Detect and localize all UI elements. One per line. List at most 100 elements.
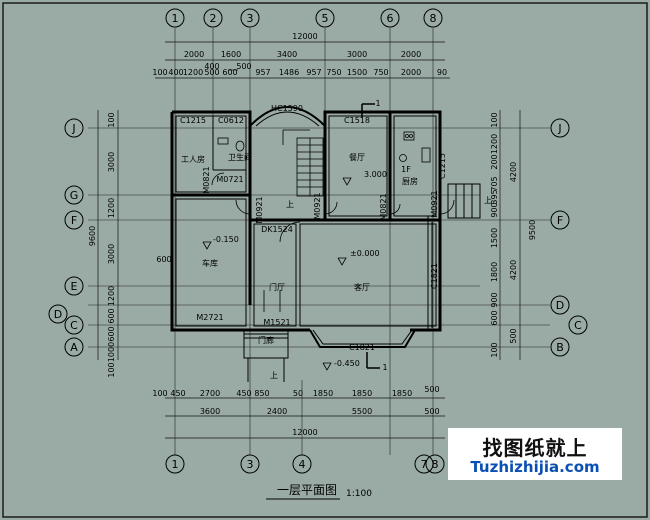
label-c1821: C1821 bbox=[349, 343, 375, 352]
dim-right-6: 4200 bbox=[509, 162, 518, 182]
dim-left-9: 100 bbox=[107, 362, 116, 377]
porch-up-label: 上 bbox=[270, 371, 278, 380]
dim-row3-6: 1486 bbox=[279, 68, 299, 77]
dim-bot-r1-6: 1850 bbox=[313, 389, 333, 398]
axis-top-6: 6 bbox=[387, 12, 394, 25]
elev-living: ±0.000 bbox=[350, 249, 380, 258]
dim-bot-r1-9: 500 bbox=[424, 385, 439, 394]
label-m2721: M2721 bbox=[196, 313, 223, 322]
dim-top-total: 12000 bbox=[292, 32, 317, 41]
dim-bot-2400: 2400 bbox=[267, 407, 287, 416]
dim-top-1600: 1600 bbox=[221, 50, 241, 59]
axis-left-G: G bbox=[70, 189, 79, 202]
label-hc1590: HC1590 bbox=[271, 104, 303, 113]
label-m0821: M0821 bbox=[202, 166, 211, 193]
dim-bot-r1-5: 50 bbox=[293, 389, 303, 398]
dim-right-5: 900 bbox=[490, 202, 499, 217]
side-dimension-lines bbox=[97, 110, 521, 360]
dim-row3-1: 400 bbox=[168, 68, 183, 77]
dim-row3-2: 1200 bbox=[183, 68, 203, 77]
dim-right-2: 200 bbox=[490, 154, 499, 169]
dim-row3-8: 750 bbox=[326, 68, 341, 77]
room-servant: 工人房 bbox=[181, 154, 205, 164]
axis-bottom-3: 3 bbox=[247, 458, 254, 471]
dim-right-4: 395 bbox=[490, 189, 499, 204]
floor-1f-label: 1F bbox=[401, 165, 411, 174]
elev-garage: -0.150 bbox=[213, 235, 239, 244]
door-swings bbox=[211, 172, 455, 312]
dims-bottom: 100 450 2700 450 850 50 1850 1850 1850 5… bbox=[152, 385, 439, 437]
dim-top-400: 400 bbox=[204, 62, 219, 71]
room-living: 客厅 bbox=[354, 282, 370, 292]
axis-top-3: 3 bbox=[247, 12, 254, 25]
dim-left-total: 9600 bbox=[88, 226, 97, 246]
dim-top-3000: 3000 bbox=[347, 50, 367, 59]
axis-bottom-8: 8 bbox=[432, 458, 439, 471]
dim-row3-5: 957 bbox=[255, 68, 270, 77]
stair-up-label: 上 bbox=[286, 200, 294, 209]
dim-bot-r1-0: 100 bbox=[152, 389, 167, 398]
axis-bottom-1: 1 bbox=[172, 458, 179, 471]
drawing-scale: 1:100 bbox=[346, 489, 372, 499]
axis-right-J: J bbox=[557, 122, 561, 135]
room-names: 工人房 卫生间 餐厅 厨房 车库 客厅 门厅 门廊 上 上 1F 上 bbox=[181, 152, 492, 380]
elevations: 3.000 -0.150 ±0.000 -0.450 bbox=[213, 170, 387, 368]
room-kitchen: 厨房 bbox=[402, 176, 418, 186]
dim-row3-0: 100 bbox=[152, 68, 167, 77]
axis-top-2: 2 bbox=[210, 12, 217, 25]
axis-bottom-7: 7 bbox=[421, 458, 428, 471]
section-cut-bottom: 1 bbox=[382, 363, 387, 372]
dim-top-500: 500 bbox=[236, 62, 251, 71]
opening-labels: C1215 C0612 HC1590 C1518 C1215 M0721 M08… bbox=[156, 99, 447, 372]
label-m1521: M1521 bbox=[263, 318, 290, 327]
grid-lines-horizontal bbox=[88, 127, 550, 348]
front-bay-window bbox=[309, 329, 416, 348]
watermark-en: Tuzhizhijia.com bbox=[470, 458, 600, 476]
porch-steps bbox=[243, 329, 289, 382]
axis-bubbles-right bbox=[550, 118, 588, 357]
axis-labels-bottom: 1 3 4 7 8 bbox=[172, 458, 439, 471]
room-dining: 餐厅 bbox=[349, 153, 365, 162]
dim-bot-r1-3: 450 bbox=[236, 389, 251, 398]
axis-left-C: C bbox=[70, 319, 78, 332]
dim-left-0: 100 bbox=[107, 112, 116, 127]
label-m0921-a: M0921 bbox=[255, 196, 264, 223]
label-c1821-right: C1821 bbox=[430, 263, 439, 289]
elev-dining: 3.000 bbox=[364, 170, 387, 179]
room-foyer: 门厅 bbox=[269, 282, 285, 292]
label-c0612: C0612 bbox=[218, 116, 244, 125]
drawing-title: 一层平面图 bbox=[277, 483, 337, 497]
dim-right-9: 900 bbox=[490, 292, 499, 307]
dim-top-2000b: 2000 bbox=[401, 50, 421, 59]
label-c1518: C1518 bbox=[344, 116, 370, 125]
axis-bubbles-bottom bbox=[165, 454, 445, 474]
dim-right-13: 4200 bbox=[509, 260, 518, 280]
axis-right-D: D bbox=[556, 299, 564, 312]
dim-left-7: 1000 bbox=[107, 342, 116, 362]
dim-bot-r1-2: 2700 bbox=[200, 389, 220, 398]
section-cut-top: 1 bbox=[375, 99, 380, 108]
dim-right-1: 1200 bbox=[490, 134, 499, 154]
axis-right-F: F bbox=[557, 214, 563, 227]
dim-row3-12: 90 bbox=[437, 68, 447, 77]
axis-top-5: 5 bbox=[322, 12, 329, 25]
interior-lines bbox=[175, 115, 437, 330]
dim-bot-3600: 3600 bbox=[200, 407, 220, 416]
dim-top-2000a: 2000 bbox=[184, 50, 204, 59]
axis-left-J: J bbox=[71, 122, 75, 135]
dim-right-11: 500 bbox=[509, 328, 518, 343]
label-m0921-b: M0921 bbox=[313, 192, 322, 219]
dim-bot-500: 500 bbox=[424, 407, 439, 416]
dim-left-3: 3000 bbox=[107, 244, 116, 264]
dim-bot-5500: 5500 bbox=[352, 407, 372, 416]
dim-bot-r1-4: 850 bbox=[254, 389, 269, 398]
elev-outside: -0.450 bbox=[334, 359, 360, 368]
dim-left-1: 3000 bbox=[107, 152, 116, 172]
room-porch: 门廊 bbox=[258, 335, 274, 345]
watermark-box: 找图纸就上 Tuzhizhijia.com bbox=[448, 428, 622, 480]
axis-left-D: D bbox=[54, 308, 62, 321]
dim-bot-r1-7: 1850 bbox=[352, 389, 372, 398]
dim-row3-11: 2000 bbox=[401, 68, 421, 77]
dim-row3-3: 500 bbox=[204, 68, 219, 77]
